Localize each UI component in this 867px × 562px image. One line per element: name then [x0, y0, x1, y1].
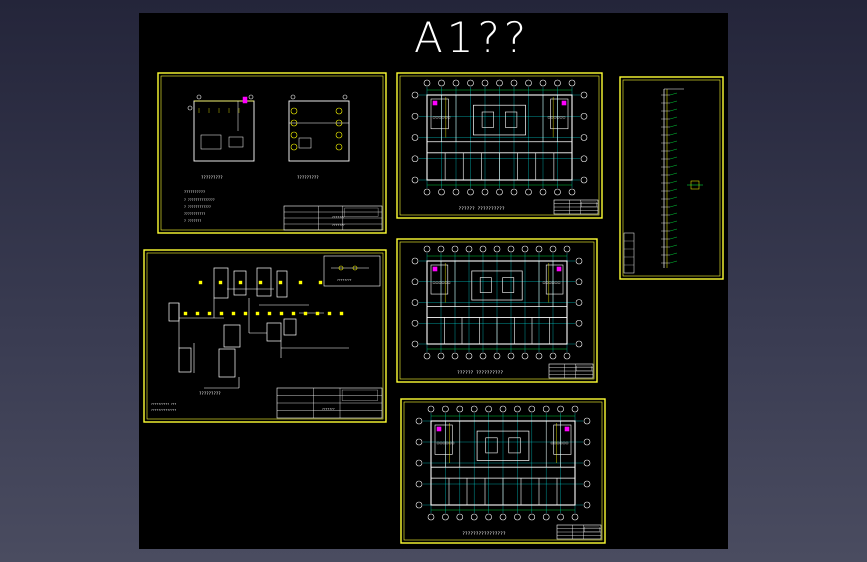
drawing-canvas[interactable]: A1?? ????????????????????????????? ?????…	[139, 13, 728, 549]
svg-text:? ????????????: ? ????????????	[184, 205, 211, 209]
svg-text:? ??????????????: ? ??????????????	[184, 198, 215, 202]
toilet-detail-label-1: ?????????	[201, 175, 223, 180]
sheet-floor-plan-1: ?????? ??????????	[396, 72, 603, 219]
system-diagram-caption: ?????????	[199, 391, 221, 396]
sheet-toilet-detail: ????????????????????????????? ??????????…	[157, 72, 387, 234]
drawing-sheets: ????????????????????????????? ??????????…	[143, 72, 724, 544]
svg-text:???????: ???????	[322, 407, 335, 411]
svg-text:? ???????: ? ???????	[184, 219, 201, 223]
title-block-project: ???????	[332, 215, 345, 219]
toilet-note-2: ???????????	[184, 212, 205, 216]
svg-text:?????????? ???: ?????????? ???	[151, 402, 176, 406]
toilet-detail-label-2: ?????????	[297, 175, 319, 180]
floor-plan-3-caption: ????????????????	[462, 531, 506, 537]
svg-text:??????????????: ??????????????	[151, 408, 176, 412]
title-block-sheet: ???????	[332, 223, 345, 227]
floor-plan-2-caption: ?????? ??????????	[457, 370, 503, 376]
drawing-title: A1??	[414, 13, 531, 62]
toilet-note-1: ??????????	[184, 190, 205, 194]
sheet-riser	[619, 76, 724, 280]
floor-plan-1-caption: ?????? ??????????	[459, 206, 505, 212]
sheet-floor-plan-2: ?????? ??????????	[396, 238, 598, 383]
sheet-system-diagram: ????????????????? ?????????? ????????????…	[143, 249, 387, 423]
svg-text:????????: ????????	[337, 278, 352, 282]
sheet-floor-plan-3: ????????????????	[400, 398, 606, 544]
